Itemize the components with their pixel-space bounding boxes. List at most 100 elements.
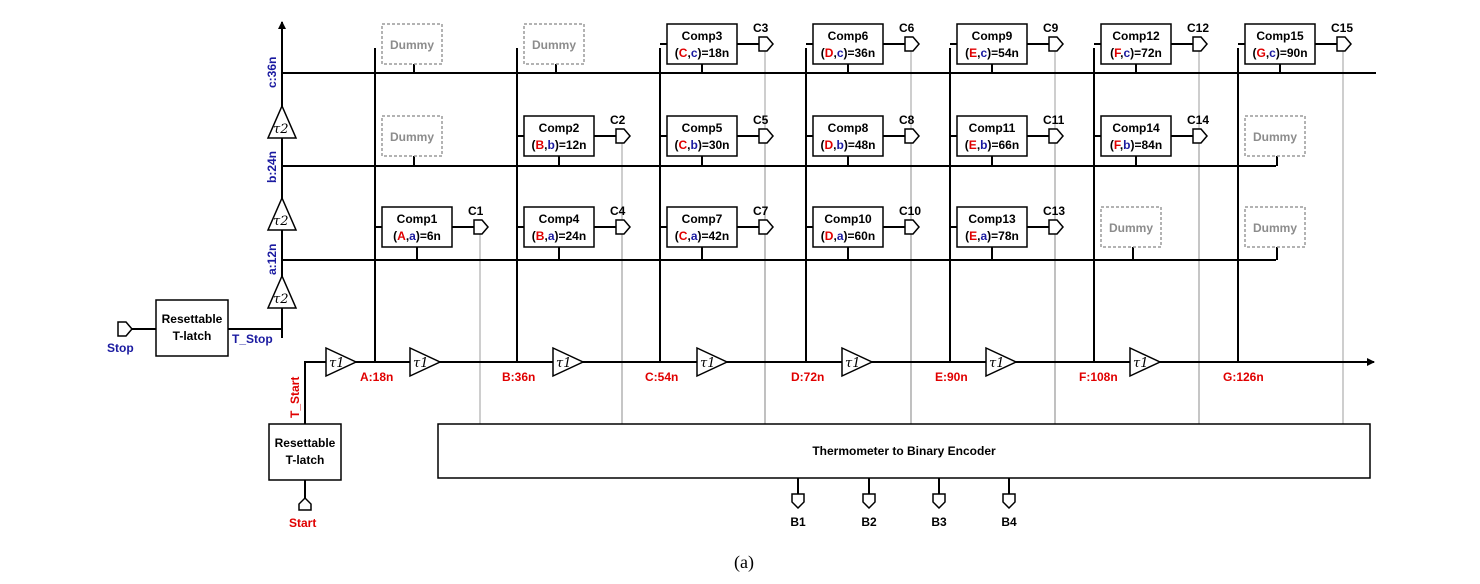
dummy-cell: Dummy	[381, 23, 443, 73]
tau1-buffer	[696, 346, 729, 378]
comparator-output-label: C11	[1043, 113, 1065, 127]
dummy-cell: Dummy	[523, 23, 585, 73]
thermometer-encoder: Thermometer to Binary Encoder	[437, 423, 1371, 479]
comparator-formula: (B,b)=12n	[531, 138, 586, 152]
t-start-label: T_Start	[288, 377, 302, 418]
stop-latch: Resettable T-latch	[155, 299, 229, 357]
stop-latch-line1: Resettable	[162, 312, 223, 326]
comparator-comp2: Comp2 (B,b)=12n C2	[517, 113, 631, 166]
stop-label: Stop	[107, 341, 134, 355]
t-stop-label: T_Stop	[232, 332, 273, 346]
start-node-label: G:126n	[1223, 370, 1264, 384]
encoder-label: Thermometer to Binary Encoder	[812, 444, 996, 458]
comparator-output-gate	[615, 128, 631, 144]
tau1-label: τ1	[700, 356, 715, 371]
tau2-label: τ2	[273, 292, 288, 307]
tau1-buffer	[985, 346, 1018, 378]
comparator-output-wires	[479, 51, 1344, 424]
comparator-formula: (E,c)=54n	[965, 46, 1019, 60]
comparator-formula: (C,b)=30n	[674, 138, 729, 152]
comparator-output-gate	[473, 219, 489, 235]
comparator-name: Comp9	[972, 29, 1013, 43]
t-start-wire	[304, 361, 326, 424]
start-latch-line1: Resettable	[275, 436, 336, 450]
start-node-label: C:54n	[645, 370, 678, 384]
tau1-label: τ1	[329, 356, 344, 371]
figure-caption: (a)	[734, 552, 754, 573]
comparator-output-gate	[1192, 36, 1208, 52]
comparator-name: Comp2	[539, 121, 580, 135]
dummy-cell: Dummy	[1244, 115, 1306, 166]
comparator-name: Comp8	[828, 121, 869, 135]
dummy-label: Dummy	[390, 130, 434, 144]
comparator-comp9: Comp9 (E,c)=54n C9	[950, 21, 1064, 73]
comparator-output-label: C12	[1187, 21, 1209, 35]
comparator-output-label: C5	[753, 113, 769, 127]
tau1-buffer	[325, 346, 358, 378]
tau1-label: τ1	[845, 356, 860, 371]
dummy-label: Dummy	[1253, 130, 1297, 144]
start-latch: Resettable T-latch	[268, 423, 342, 481]
start-latch-line2: T-latch	[286, 453, 325, 467]
dummy-label: Dummy	[532, 38, 576, 52]
comparator-output-gate	[1192, 128, 1208, 144]
comparator-output-label: C15	[1331, 21, 1353, 35]
tau2-label: τ2	[273, 122, 288, 137]
binary-output-label: B4	[1001, 515, 1017, 529]
comparator-output-gate	[1048, 36, 1064, 52]
comparator-output-label: C9	[1043, 21, 1059, 35]
comparator-output-label: C7	[753, 204, 769, 218]
comparator-name: Comp11	[969, 121, 1016, 135]
comparator-output-gate	[1048, 128, 1064, 144]
tau1-label: τ1	[1133, 356, 1148, 371]
comparator-name: Comp1	[397, 212, 438, 226]
comparator-name: Comp15	[1256, 29, 1304, 43]
comparator-output-gate	[758, 36, 774, 52]
comparator-output-label: C6	[899, 21, 915, 35]
dummy-cell: Dummy	[381, 115, 443, 166]
comparator-name: Comp7	[682, 212, 723, 226]
comparator-name: Comp14	[1112, 121, 1160, 135]
comparator-output-label: C2	[610, 113, 626, 127]
comparator-formula: (E,a)=78n	[965, 229, 1019, 243]
stop-tap-labels: a:12n b:24n c:36n	[265, 57, 279, 275]
dummy-cell: Dummy	[1244, 206, 1306, 260]
tau1-buffer	[841, 346, 874, 378]
comparator-comp11: Comp11 (E,b)=66n C11	[950, 113, 1065, 166]
comparator-output-gate	[904, 219, 920, 235]
tau2-buffers: τ2 τ2 τ2	[266, 104, 298, 309]
comparator-output-gate	[1048, 219, 1064, 235]
comparator-output-label: C10	[899, 204, 921, 218]
comparator-name: Comp5	[682, 121, 723, 135]
comparator-formula: (A,a)=6n	[393, 229, 441, 243]
comparator-name: Comp6	[828, 29, 869, 43]
start-node-label: D:72n	[791, 370, 824, 384]
tau2-label: τ2	[273, 214, 288, 229]
dummy-cell: Dummy	[1100, 206, 1162, 260]
comparator-output-gate	[904, 128, 920, 144]
tau1-label: τ1	[989, 356, 1004, 371]
comparator-formula: (D,a)=60n	[821, 229, 875, 243]
stop-tap-label-a: a:12n	[265, 244, 279, 275]
binary-output-label: B2	[861, 515, 877, 529]
start-node-label: E:90n	[935, 370, 968, 384]
tau1-label: τ1	[556, 356, 571, 371]
stop-latch-line2: T-latch	[173, 329, 212, 343]
dummy-label: Dummy	[1109, 221, 1153, 235]
comparator-formula: (E,b)=66n	[965, 138, 1019, 152]
comparator-output-gate	[904, 36, 920, 52]
comparator-output-gate	[758, 128, 774, 144]
comparator-name: Comp4	[539, 212, 580, 226]
